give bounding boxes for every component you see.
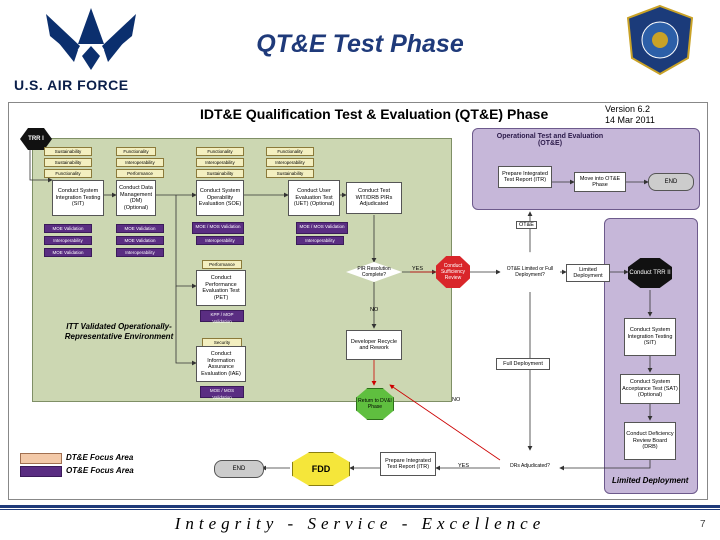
focus-label: MOE / MOS Validation (200, 386, 244, 400)
pet-box: Conduct Performance Evaluation Test (PET… (196, 270, 246, 306)
footer-divider (0, 505, 720, 508)
version-label: Version 6.2 14 Mar 2011 (605, 104, 655, 126)
edge-no-2: NO (452, 397, 461, 403)
test-wit-box: Conduct Test WIT/DRB PIRs Adjudicated (346, 182, 402, 214)
move-otae-box: Move into OT&E Phase (574, 172, 626, 192)
footer-motto: Integrity - Service - Excellence (174, 514, 546, 533)
diagram-title: IDT&E Qualification Test & Evaluation (Q… (200, 106, 549, 122)
return-dvi-node: Return to DV&I Phase (356, 388, 394, 420)
focus-label: MOE Validation (116, 236, 164, 245)
seal-icon (626, 4, 694, 76)
drs-label: DRs Adjudicated? (510, 463, 550, 469)
focus-label: Functionality (266, 147, 314, 156)
legend-ot-swatch (20, 466, 62, 477)
end-top-node: END (648, 173, 694, 191)
limited-deployment-label: Limited Deployment (612, 476, 689, 485)
iae-box: Conduct Information Assurance Evaluation… (196, 346, 246, 382)
focus-label: Functionality (196, 147, 244, 156)
footer-divider-thin (0, 509, 720, 510)
focus-label: Sustainability (196, 169, 244, 178)
end-bottom-node: END (214, 460, 264, 478)
edge-yes-1: YES (412, 266, 424, 272)
version-date: 14 Mar 2011 (605, 115, 655, 125)
focus-label: MOE / MOS Validation (192, 222, 244, 234)
limited-full-label: OT&E Limited or Full Deployment? (506, 266, 554, 278)
edge-yes-2: YES (458, 463, 470, 469)
legend-dt-swatch (20, 453, 62, 464)
uet-box: Conduct User Evaluation Test (UET) (Opti… (288, 180, 340, 216)
sat-box: Conduct System Acceptance Test (SAT) (Op… (620, 374, 680, 404)
focus-label: Interoperability (196, 158, 244, 167)
focus-label: Sustainability (44, 147, 92, 156)
focus-label: MOE Validation (44, 248, 92, 257)
legend-ot-label: OT&E Focus Area (66, 466, 134, 475)
air-force-wings-icon (46, 8, 136, 70)
focus-label: MOE Validation (116, 224, 164, 233)
edge-otae: OT&E (516, 221, 537, 229)
full-deployment-box: Full Deployment (496, 358, 550, 370)
focus-label: Interoperability (116, 248, 164, 257)
focus-label: Performance (202, 260, 242, 269)
focus-label: Interoperability (296, 236, 344, 245)
otae-label: Operational Test and Evaluation (OT&E) (496, 133, 604, 147)
focus-label: MOE / MOS Validation (296, 222, 348, 234)
prepare-itr-bottom-box: Prepare Integrated Test Report (ITR) (380, 452, 436, 476)
focus-label: Interoperability (266, 158, 314, 167)
dmd-box: Conduct Data Management (DM) (Optional) (116, 180, 156, 216)
focus-label: Interoperability (44, 236, 92, 245)
focus-label: MOE Validation (44, 224, 92, 233)
trr2-node: Conduct TRR II (628, 258, 672, 288)
focus-label: Sustainability (266, 169, 314, 178)
prepare-itr-top-box: Prepare Integrated Test Report (ITR) (498, 166, 552, 188)
edge-no-1: NO (370, 307, 379, 313)
trr1-node: TRR I (20, 128, 52, 150)
developer-box: Developer Recycle and Rework (346, 330, 402, 360)
soe-box: Conduct System Operability Evaluation (S… (196, 180, 244, 216)
sit2-box: Conduct System Integration Testing (SIT) (624, 318, 676, 356)
sufficiency-stop: Conduct Sufficiency Review (436, 256, 470, 288)
itt-label: ITT Validated Operationally-Representati… (64, 322, 174, 341)
pir-diamond (346, 262, 402, 282)
sit-box: Conduct System Integration Testing (SIT) (52, 180, 104, 216)
drb-box: Conduct Deficiency Review Board (DRB) (624, 422, 676, 460)
logo-text: U.S. AIR FORCE (14, 77, 129, 93)
focus-label: Functionality (44, 169, 92, 178)
pir-label: PIR Resolution Complete? (357, 266, 391, 278)
focus-label: Performance (116, 169, 164, 178)
focus-label: Functionality (116, 147, 156, 156)
page-title: QT&E Test Phase (256, 30, 464, 58)
focus-label: Sustainability (44, 158, 92, 167)
legend-dt-label: DT&E Focus Area (66, 453, 134, 462)
version-number: Version 6.2 (605, 104, 651, 114)
fdd-node: FDD (292, 452, 350, 486)
focus-label: KPP / MOP Validation (200, 310, 244, 324)
focus-label: Interoperability (196, 236, 244, 245)
focus-label: Interoperability (116, 158, 164, 167)
page-number: 7 (700, 519, 706, 530)
limited-deployment-box: Limited Deployment (566, 264, 610, 282)
